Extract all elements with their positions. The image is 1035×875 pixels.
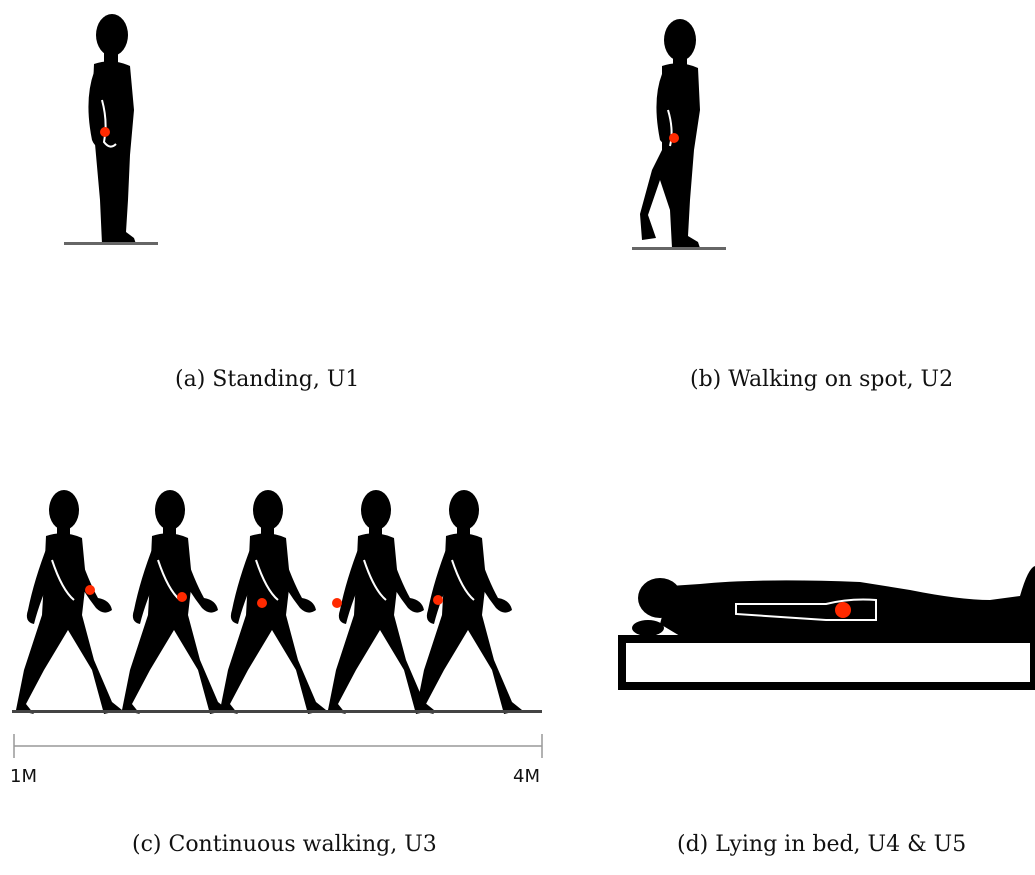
continuous-walking-figures xyxy=(12,490,542,758)
sensor-dot xyxy=(835,602,851,618)
lying-in-bed-figure xyxy=(622,566,1035,686)
sensor-dot xyxy=(257,598,267,608)
scale-start-label: 1M xyxy=(10,766,37,787)
sensor-dot xyxy=(100,127,110,137)
standing-figure xyxy=(64,14,158,245)
caption-walking-on-spot: (b) Walking on spot, U2 xyxy=(690,367,953,392)
sensor-dot xyxy=(85,585,95,595)
scale-end-label: 4M xyxy=(513,766,540,787)
caption-standing: (a) Standing, U1 xyxy=(175,367,359,392)
walking-on-spot-figure xyxy=(632,19,726,250)
sensor-dot xyxy=(433,595,443,605)
sensor-dot xyxy=(332,598,342,608)
sensor-dot xyxy=(177,592,187,602)
caption-lying-in-bed: (d) Lying in bed, U4 & U5 xyxy=(677,832,966,857)
caption-continuous-walking: (c) Continuous walking, U3 xyxy=(132,832,437,857)
sensor-dot xyxy=(669,133,679,143)
